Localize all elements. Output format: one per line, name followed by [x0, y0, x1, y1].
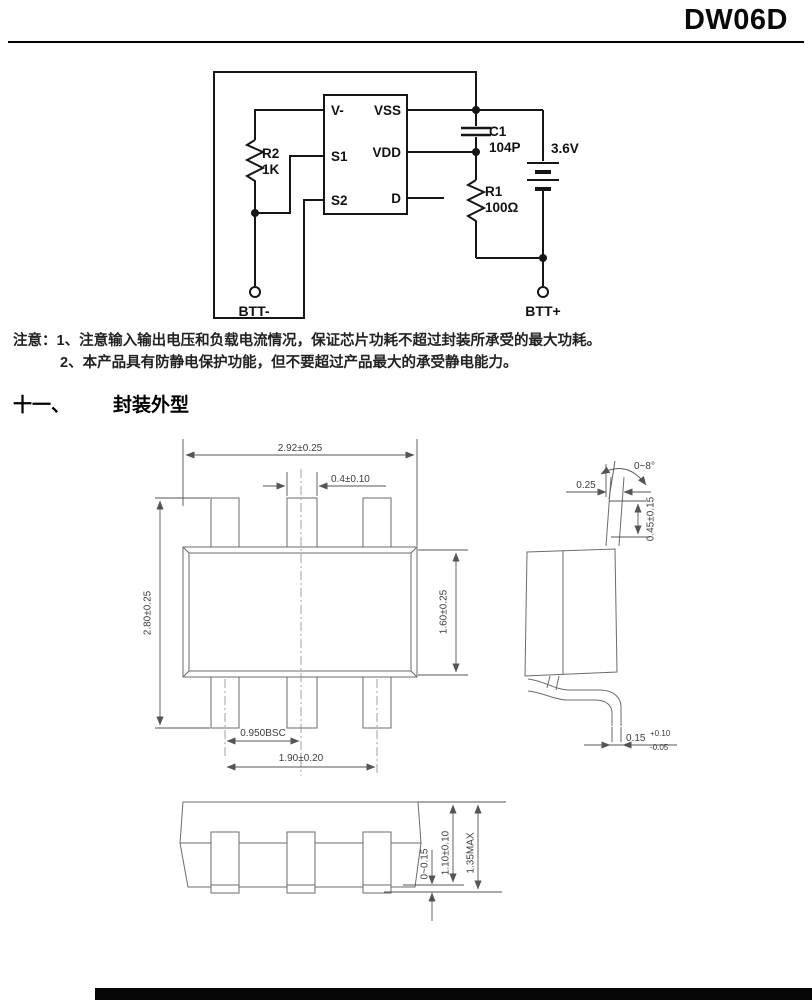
junction-dot: [539, 254, 547, 262]
note-line-2: 2、本产品具有防静电保护功能，但不要超过产品最大的承受静电能力。: [13, 352, 773, 374]
dim-standoff: 0~0.15: [420, 848, 431, 879]
lead-outline: [210, 676, 240, 729]
footer-bar: [95, 988, 812, 1000]
lead-edge: [618, 476, 625, 547]
package-body-inner: [188, 552, 412, 672]
dim-total-height: 1.35MAX: [466, 832, 477, 873]
dim-lead-thickness: 0.25: [576, 480, 596, 491]
section-number: 十一、: [13, 395, 71, 416]
dim-lead-span: 1.90±0.20: [279, 753, 324, 764]
notes-block: 注意：1、注意输入输出电压和负载电流情况，保证芯片功耗不超过封装所承受的最大功耗…: [13, 330, 773, 374]
wire-s1: [255, 155, 324, 214]
ic-box: [323, 94, 408, 215]
terminal-btt-neg: [249, 286, 261, 298]
lead-outline: [362, 676, 392, 729]
lead-outline: [286, 676, 318, 729]
note-prefix: 注意：: [13, 333, 57, 349]
dim-body-height: 1.10±0.10: [441, 830, 452, 875]
label-btt-pos: BTT+: [525, 303, 560, 319]
battery-symbol: [527, 162, 559, 191]
package-body-outline: [182, 546, 418, 678]
circuit-diagram: V- S1 S2 VSS VDD D R2 1K C1 104P 3.6V R1…: [213, 71, 579, 319]
note-item-2: 2、本产品具有防静电保护功能，但不要超过产品最大的承受静电能力。: [60, 355, 518, 371]
wire-s2-loop: [213, 71, 477, 319]
pin-label-vss: VSS: [374, 103, 401, 118]
dim-tip-tol-plus: +0.10: [650, 729, 671, 738]
header-rule: [8, 41, 804, 43]
dim-lead-width: 0.4±0.10: [331, 474, 370, 485]
label-c1-value: 104P: [489, 140, 521, 155]
note-item-1: 1、注意输入输出电压和负载电流情况，保证芯片功耗不超过封装所承受的最大功耗。: [56, 333, 602, 349]
package-side-view: 0~8° 0.25 0.45±0.15 0: [524, 460, 677, 752]
wire-vminus: [254, 109, 324, 140]
lead-outline: [210, 497, 240, 548]
capacitor-c1-symbol: [461, 126, 491, 137]
label-r2-ref: R2: [262, 146, 279, 161]
resistor-r2-symbol: [244, 139, 266, 185]
dim-tip-thickness: 0.15: [626, 733, 646, 744]
pin-label-vdd: VDD: [372, 145, 401, 160]
pin-label-s2: S2: [331, 193, 348, 208]
pin-label-vminus: V-: [331, 103, 344, 118]
lead-outline: [286, 497, 318, 548]
dim-top-width: 2.92±0.25: [278, 443, 323, 454]
front-leads: [210, 831, 392, 894]
pin-label-s1: S1: [331, 149, 348, 164]
junction-dot: [472, 148, 480, 156]
package-front-view: 0~0.15 1.10±0.10 1.35MAX: [179, 801, 506, 921]
section-heading: 十一、 封装外型: [13, 390, 189, 417]
lead-outline: [362, 497, 392, 548]
label-r1-value: 100Ω: [485, 200, 519, 215]
doc-title: DW06D: [683, 4, 788, 36]
gullwing-lead: [527, 678, 622, 726]
note-line-1: 注意：1、注意输入输出电压和负载电流情况，保证芯片功耗不超过封装所承受的最大功耗…: [13, 330, 773, 352]
junction-dot: [472, 106, 480, 114]
package-top-view: 2.92±0.25 0.4±0.10: [143, 439, 468, 776]
lead-edge: [605, 476, 612, 547]
dim-lead-angle: 0~8°: [634, 461, 655, 472]
package-body-3d: [524, 548, 618, 677]
label-c1-ref: C1: [489, 124, 507, 139]
section-title: 封装外型: [113, 395, 190, 416]
dim-foot-length: 0.45±0.15: [646, 496, 657, 541]
dim-body-width: 1.60±0.25: [439, 589, 450, 634]
terminal-btt-pos: [537, 286, 549, 298]
junction-dot: [251, 209, 259, 217]
label-btt-neg: BTT-: [238, 303, 269, 319]
pin-label-d: D: [391, 191, 401, 206]
label-r1-ref: R1: [485, 184, 503, 199]
resistor-r1-symbol: [465, 179, 487, 226]
label-r2-value: 1K: [262, 162, 280, 177]
dim-lead-pitch: 0.950BSC: [240, 728, 286, 739]
dim-body-length: 2.80±0.25: [143, 590, 154, 635]
label-battery-value: 3.6V: [551, 141, 579, 156]
dim-tip-tol-minus: -0.05: [650, 743, 669, 752]
